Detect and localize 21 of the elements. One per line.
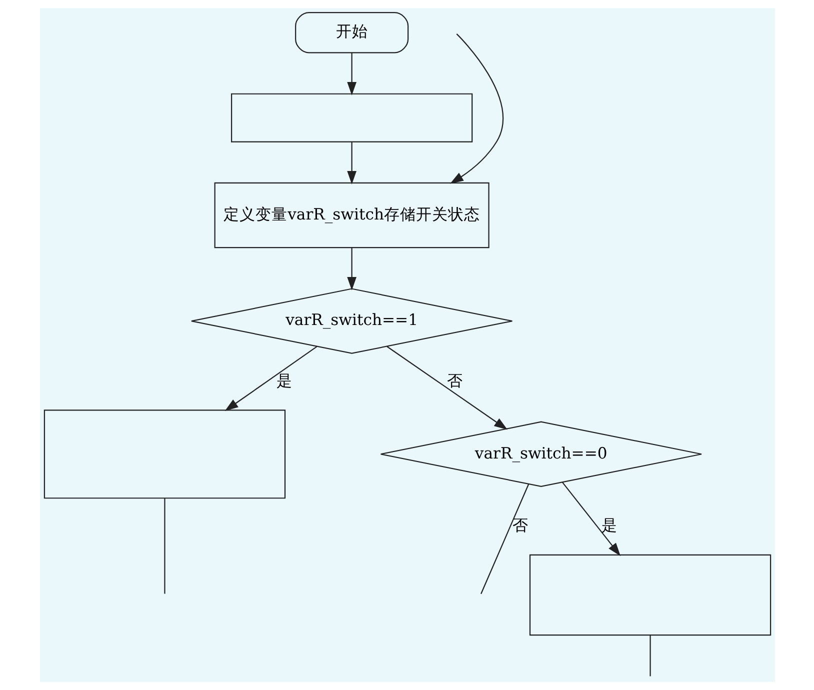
edge-label: 否 — [512, 516, 528, 535]
node-box: 定义变量varR_switch存储开关状态 — [214, 182, 489, 248]
node-diamond: varR_switch==1 — [190, 288, 512, 354]
node-box — [43, 410, 286, 499]
connector — [164, 498, 165, 594]
arrow — [386, 346, 508, 430]
arrow — [450, 34, 503, 184]
edge-label: 是 — [276, 372, 292, 390]
node-diamond: varR_switch==0 — [380, 421, 702, 487]
connector — [480, 484, 529, 594]
arrow — [562, 482, 620, 556]
edge-label: 否 — [446, 372, 462, 390]
node-box — [230, 93, 472, 142]
arrow — [224, 346, 317, 412]
node-box — [528, 554, 771, 636]
arrow — [346, 248, 356, 290]
connector — [649, 635, 650, 676]
edge-label: 是 — [601, 516, 618, 535]
node-box: 开始 — [294, 12, 408, 54]
arrow — [346, 52, 356, 96]
arrow — [346, 142, 356, 184]
